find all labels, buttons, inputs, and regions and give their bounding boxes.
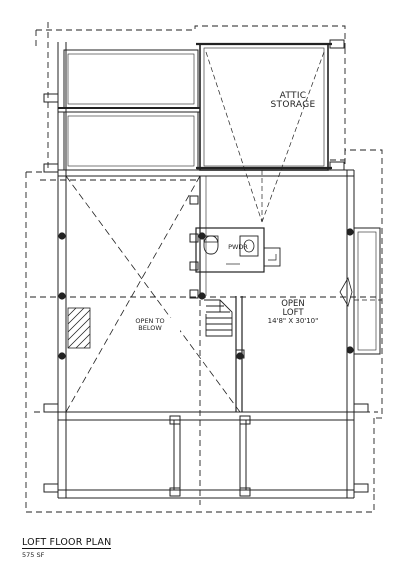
bottom-room-strip — [65, 419, 348, 491]
wall-stubs — [43, 39, 369, 497]
plan-title: LOFT FLOOR PLAN — [22, 537, 112, 549]
open-to-below-area — [65, 175, 241, 413]
loft-size-label: 14'8" X 30'10" — [267, 316, 319, 325]
open-loft-label: OPEN LOFT 14'8" X 30'10" — [262, 300, 324, 325]
top-room-strip — [63, 49, 199, 171]
open-to-below-line1: OPEN TO — [135, 317, 165, 325]
loft-label-line2: LOFT — [282, 307, 304, 318]
loft-partitions — [199, 176, 243, 412]
open-to-below-label: OPEN TO BELOW — [120, 318, 180, 332]
posts — [58, 228, 354, 360]
powder-room-label: PWDR — [228, 243, 248, 251]
attic-label-line1: ATTIC — [279, 91, 307, 101]
loft-label-line1: OPEN — [281, 299, 305, 309]
attic-storage-room — [196, 42, 332, 223]
hatched-panel — [67, 307, 91, 349]
right-bay — [339, 227, 382, 355]
attic-storage-label: ATTIC STORAGE — [262, 91, 324, 111]
open-to-below-line2: BELOW — [138, 323, 162, 332]
stair — [204, 299, 233, 337]
attic-label-line2: STORAGE — [270, 100, 316, 111]
powder-room — [195, 227, 281, 273]
plan-area: 575 SF — [22, 551, 45, 559]
